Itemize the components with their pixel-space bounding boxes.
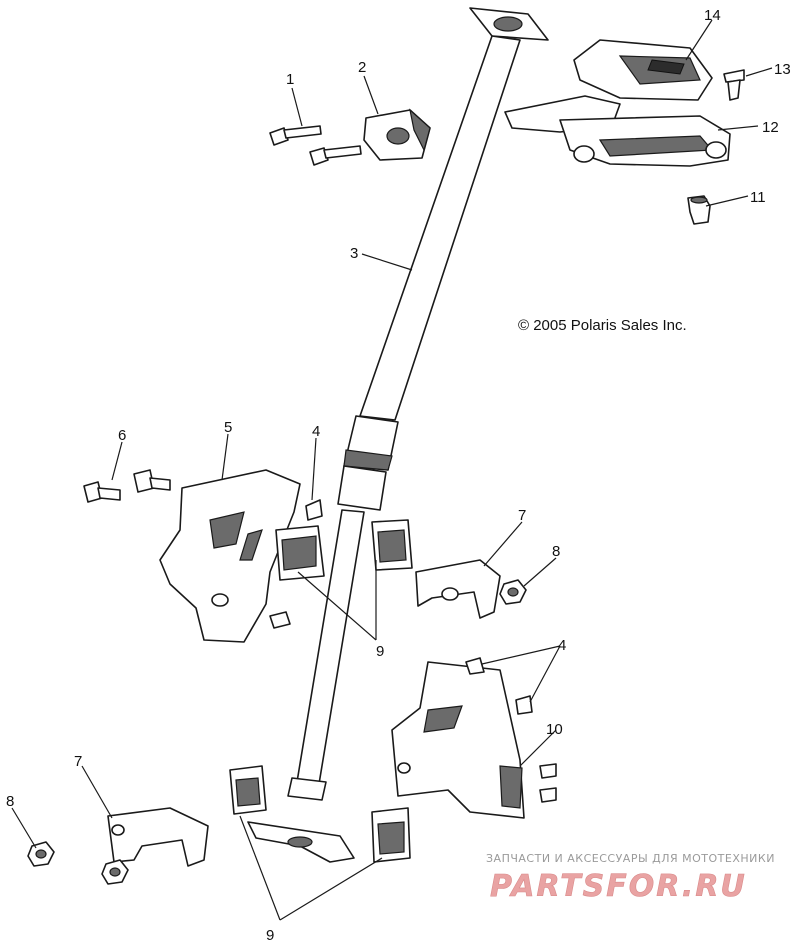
nut-part-8-upper: [499, 579, 527, 605]
nut-part-11: [687, 195, 711, 225]
callout-10: 10: [546, 721, 563, 738]
callout-12: 12: [762, 119, 779, 136]
callout-2: 2: [358, 59, 366, 76]
callout-labels: 1 2 3 4 5 6 7 8 9 4 10 7 8 9 11 12 13 14: [6, 7, 791, 944]
callout-9-lower: 9: [266, 927, 274, 944]
callout-3: 3: [350, 245, 358, 262]
callout-7-upper: 7: [518, 507, 526, 524]
copyright-text: © 2005 Polaris Sales Inc.: [518, 317, 687, 334]
steering-shaft: [247, 7, 549, 863]
tilt-housing-part-14: [573, 39, 713, 101]
tilt-bracket-part-12: [504, 95, 731, 167]
callout-11: 11: [750, 189, 766, 206]
screw-part-4-upper: [305, 499, 323, 521]
mount-block-part-2: [363, 108, 431, 161]
bolt-part-6: [83, 469, 171, 503]
callout-4-upper: 4: [312, 423, 320, 440]
watermark: ЗАПЧАСТИ И АКСЕССУАРЫ ДЛЯ МОТОТЕХНИКИ PA…: [486, 852, 775, 904]
callout-14: 14: [704, 7, 721, 24]
clamp-part-7-upper: [415, 559, 501, 619]
bushing-part-9-lower: [229, 765, 411, 863]
callout-7-lower: 7: [74, 753, 82, 770]
watermark-logo: PARTSFOR.RU: [490, 869, 747, 904]
callout-4-lower: 4: [558, 637, 566, 654]
callout-8-upper: 8: [552, 543, 560, 560]
callout-13: 13: [774, 61, 791, 78]
screw-part-13: [723, 69, 745, 101]
screw-part-4-lower: [465, 657, 557, 803]
bracket-part-10: [391, 661, 525, 819]
callout-6: 6: [118, 427, 126, 444]
callout-1: 1: [286, 71, 294, 88]
bracket-part-5: [159, 469, 301, 643]
nut-part-8-lower: [27, 841, 129, 885]
callout-9-upper: 9: [376, 643, 384, 660]
callout-8-lower: 8: [6, 793, 14, 810]
callout-5: 5: [224, 419, 232, 436]
leader-lines: [11, 19, 773, 921]
bolt-part-1: [269, 125, 362, 166]
watermark-tagline: ЗАПЧАСТИ И АКСЕССУАРЫ ДЛЯ МОТОТЕХНИКИ: [486, 852, 775, 865]
bushing-part-9-upper: [275, 519, 413, 581]
clamp-part-7-lower: [107, 807, 209, 867]
